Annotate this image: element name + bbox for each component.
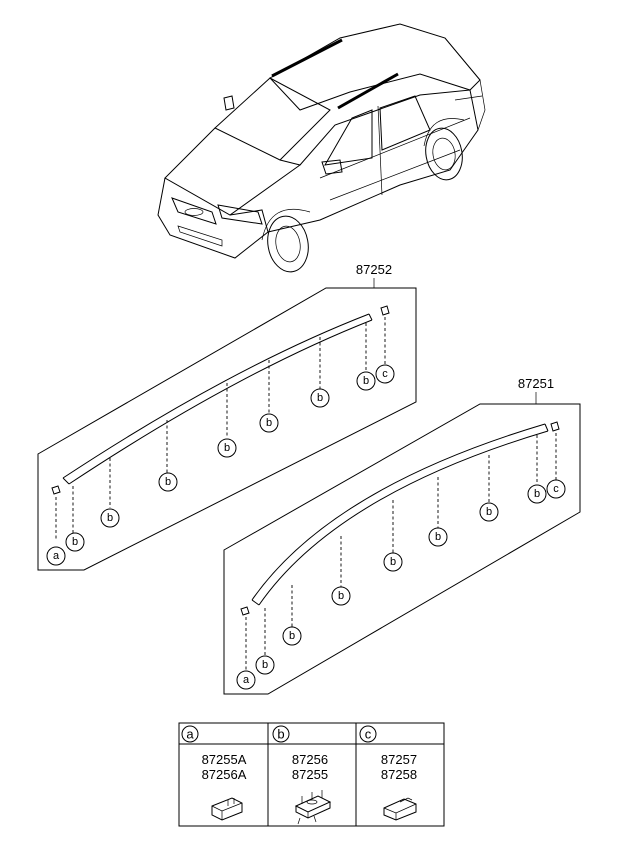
svg-text:b: b <box>277 727 284 742</box>
svg-text:b: b <box>534 488 540 500</box>
clip-a-part-icon <box>211 797 243 821</box>
legend-part-number: 87256A <box>202 767 247 782</box>
svg-text:b: b <box>165 476 171 488</box>
callout-b: b <box>331 586 351 606</box>
svg-text:b: b <box>317 392 323 404</box>
roof-moulding-strip <box>251 423 549 606</box>
svg-text:c: c <box>365 727 372 742</box>
svg-text:c: c <box>553 483 559 495</box>
car-illustration <box>157 23 486 273</box>
svg-text:b: b <box>262 659 268 671</box>
legend-part-number: 87255 <box>292 767 328 782</box>
clip-b-part-icon <box>294 790 332 825</box>
clip-a-icon <box>240 606 250 616</box>
svg-text:c: c <box>382 368 388 380</box>
callout-c: c <box>375 364 395 384</box>
svg-text:b: b <box>289 630 295 642</box>
roof-moulding-strip <box>62 313 373 485</box>
callout-b: b <box>383 552 403 572</box>
svg-text:b: b <box>107 512 113 524</box>
callout-b: b <box>527 484 547 504</box>
part-number-87252: 87252 <box>356 262 392 277</box>
legend-column-b: b 87256 87255 <box>272 725 332 825</box>
callout-b: b <box>100 508 120 528</box>
legend-part-number: 87256 <box>292 752 328 767</box>
svg-text:b: b <box>338 590 344 602</box>
svg-text:b: b <box>72 536 78 548</box>
callout-b: b <box>259 413 279 433</box>
svg-text:b: b <box>266 417 272 429</box>
svg-text:b: b <box>435 531 441 543</box>
callout-b: b <box>479 502 499 522</box>
legend-callout-b: b <box>272 725 290 743</box>
callout-b: b <box>310 388 330 408</box>
callout-b: b <box>158 472 178 492</box>
callout-b: b <box>428 527 448 547</box>
callout-b: b <box>255 655 275 675</box>
legend-part-number: 87255A <box>202 752 247 767</box>
svg-text:b: b <box>390 556 396 568</box>
legend-table: a 87255A 87256A b 87256 87255 <box>178 722 445 827</box>
assembly-frame <box>37 287 417 571</box>
legend-callout-a: a <box>181 725 199 743</box>
svg-text:b: b <box>486 506 492 518</box>
callout-a: a <box>236 670 256 690</box>
callout-b: b <box>356 371 376 391</box>
legend-part-number: 87257 <box>381 752 417 767</box>
callout-b: b <box>217 438 237 458</box>
callout-c: c <box>546 479 566 499</box>
legend-part-number: 87258 <box>381 767 417 782</box>
clip-c-part-icon <box>383 797 417 821</box>
svg-text:a: a <box>186 727 194 742</box>
svg-text:b: b <box>363 375 369 387</box>
legend-callout-c: c <box>359 725 377 743</box>
legend-column-a: a 87255A 87256A <box>181 725 247 821</box>
callout-b: b <box>282 626 302 646</box>
svg-text:a: a <box>53 550 60 562</box>
legend-column-c: c 87257 87258 <box>359 725 417 821</box>
svg-text:a: a <box>243 674 250 686</box>
clip-c-icon <box>380 305 390 316</box>
svg-text:b: b <box>224 442 230 454</box>
clip-a-icon <box>51 485 61 495</box>
clip-c-icon <box>550 421 560 432</box>
assembly-87252: 87252 a b b b b b b b c <box>37 262 417 571</box>
callout-a: a <box>46 546 66 566</box>
part-number-87251: 87251 <box>518 376 554 391</box>
assembly-frame <box>223 403 581 695</box>
assembly-87251: 87251 a b b b b b b b c <box>223 376 581 695</box>
callout-b: b <box>65 532 85 552</box>
